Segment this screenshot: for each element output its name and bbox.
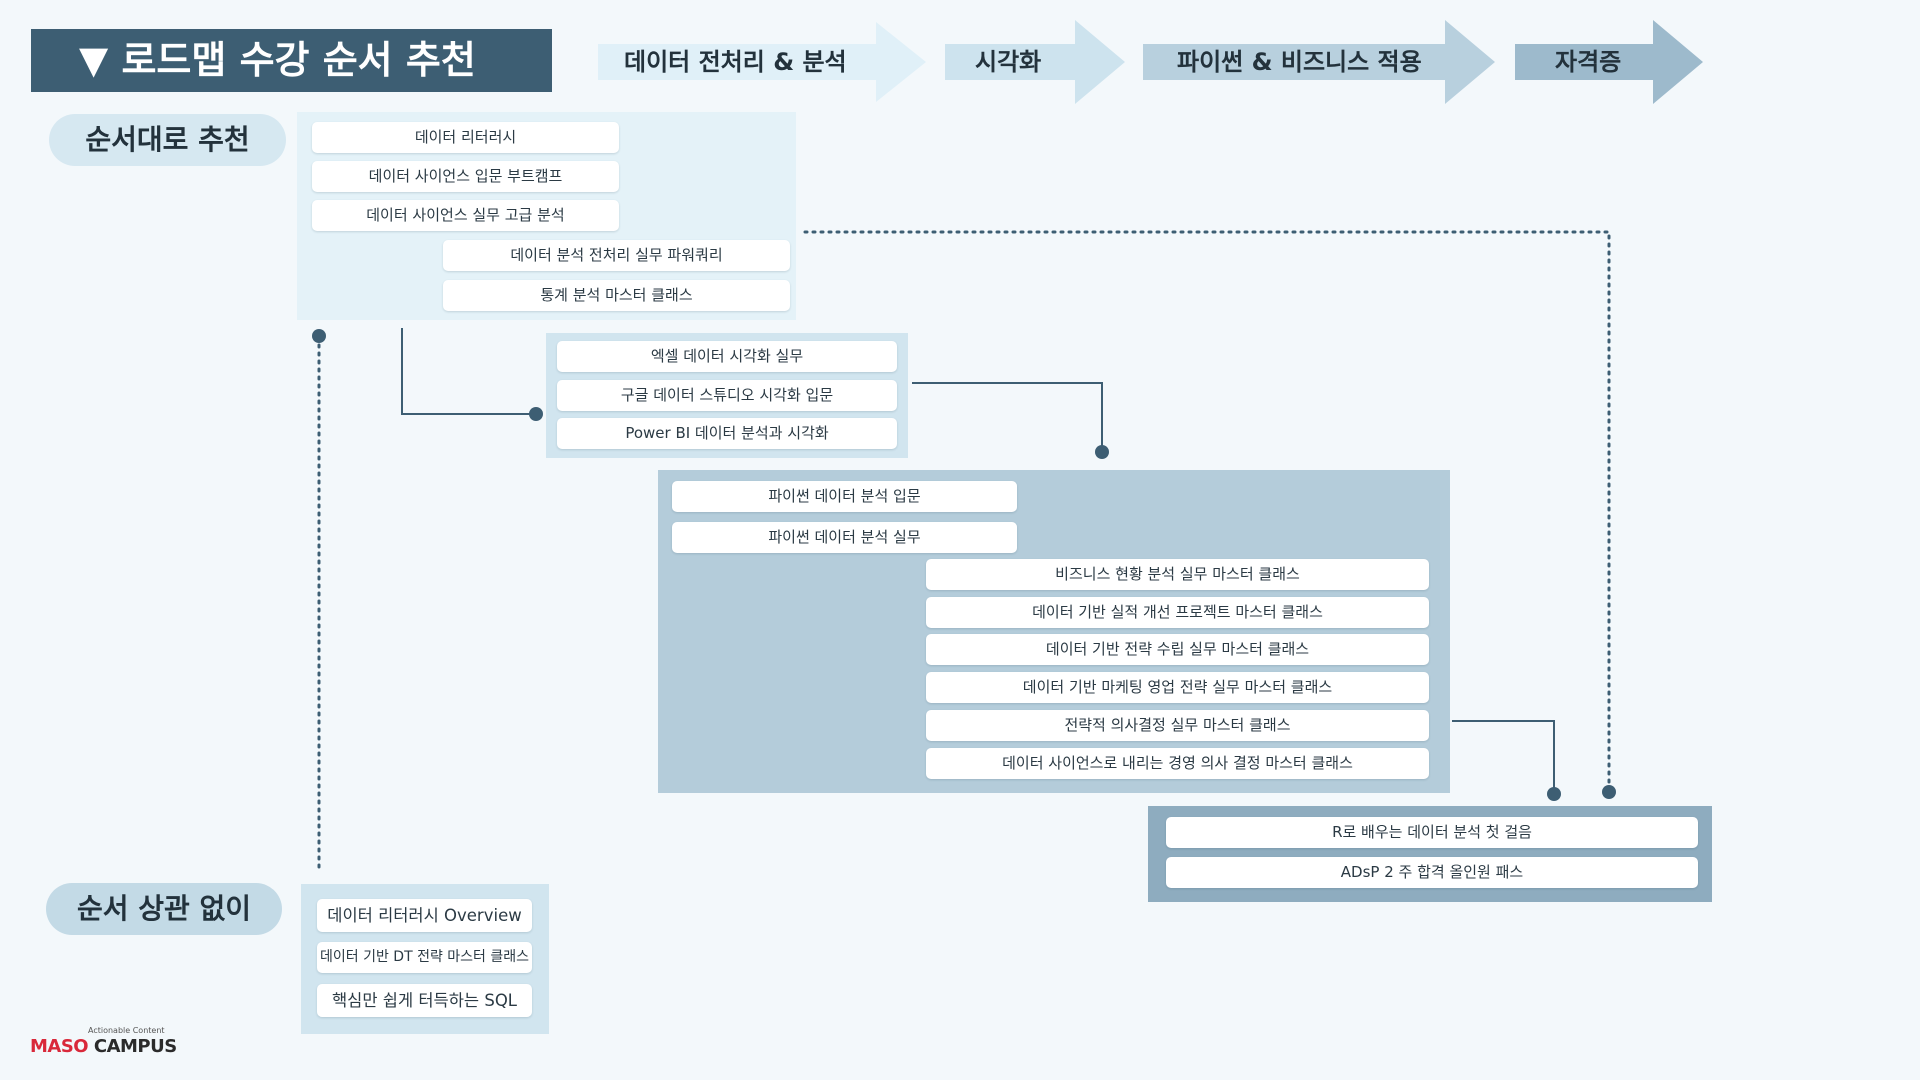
arrow-shape <box>1143 20 1495 104</box>
course-item[interactable]: 전략적 의사결정 실무 마스터 클래스 <box>926 710 1429 741</box>
course-item[interactable]: 비즈니스 현황 분석 실무 마스터 클래스 <box>926 559 1429 590</box>
course-item[interactable]: R로 배우는 데이터 분석 첫 걸음 <box>1166 817 1698 848</box>
phase-label: 시각화 <box>975 48 1042 76</box>
course-item[interactable]: Power BI 데이터 분석과 시각화 <box>557 418 897 449</box>
phase-arrow-preprocess: 데이터 전처리 & 분석 <box>598 17 926 107</box>
maso-campus-logo: Actionable Content MASO CAMPUS <box>30 1026 177 1060</box>
connector-dot <box>1095 445 1109 459</box>
course-item[interactable]: 데이터 기반 마케팅 영업 전략 실무 마스터 클래스 <box>926 672 1429 703</box>
arrow-shape <box>1515 20 1703 104</box>
connector-dot <box>312 329 326 343</box>
phase-label: 데이터 전처리 & 분석 <box>624 48 847 76</box>
course-item[interactable]: 데이터 기반 전략 수립 실무 마스터 클래스 <box>926 634 1429 665</box>
connector-python-to-certificate <box>1452 720 1555 794</box>
course-item[interactable]: 파이썬 데이터 분석 실무 <box>672 522 1017 553</box>
connector-visualization-to-python <box>912 382 1103 452</box>
course-item[interactable]: ADsP 2 주 합격 올인원 패스 <box>1166 857 1698 888</box>
course-item[interactable]: 데이터 사이언스로 내리는 경영 의사 결정 마스터 클래스 <box>926 748 1429 779</box>
arrow-shape <box>945 20 1125 104</box>
phase-label: 파이썬 & 비즈니스 적용 <box>1177 48 1422 76</box>
connector-preprocess-to-visualization <box>401 328 536 415</box>
logo-wordmark: MASO CAMPUS <box>30 1036 177 1057</box>
phase-arrow-python-business: 파이썬 & 비즈니스 적용 <box>1143 17 1495 107</box>
course-item[interactable]: 데이터 분석 전처리 실무 파워쿼리 <box>443 240 790 271</box>
arrow-shape <box>598 22 926 102</box>
category-ordered: 순서대로 추천 <box>49 114 286 166</box>
course-item[interactable]: 데이터 리터러시 Overview <box>317 899 532 932</box>
course-item[interactable]: 엑셀 데이터 시각화 실무 <box>557 341 897 372</box>
course-item[interactable]: 통계 분석 마스터 클래스 <box>443 280 790 311</box>
connector-dot <box>1602 785 1616 799</box>
logo-brand-a: MASO <box>30 1036 89 1057</box>
logo-tagline: Actionable Content <box>88 1026 165 1035</box>
course-item[interactable]: 핵심만 쉽게 터득하는 SQL <box>317 984 532 1017</box>
logo-brand-b: CAMPUS <box>88 1036 177 1057</box>
category-unordered: 순서 상관 없이 <box>46 883 282 935</box>
course-item[interactable]: 데이터 기반 DT 전략 마스터 클래스 <box>317 942 532 973</box>
phase-label: 자격증 <box>1555 48 1622 76</box>
panel-python-business <box>658 470 1450 793</box>
course-item[interactable]: 구글 데이터 스튜디오 시각화 입문 <box>557 380 897 411</box>
course-item[interactable]: 데이터 사이언스 입문 부트캠프 <box>312 161 619 192</box>
course-item[interactable]: 데이터 기반 실적 개선 프로젝트 마스터 클래스 <box>926 597 1429 628</box>
roadmap-title: ▼ 로드맵 수강 순서 추천 <box>31 29 552 92</box>
course-item[interactable]: 데이터 리터러시 <box>312 122 619 153</box>
phase-arrow-visualization: 시각화 <box>945 17 1125 107</box>
course-item[interactable]: 데이터 사이언스 실무 고급 분석 <box>312 200 619 231</box>
connector-dot <box>1547 787 1561 801</box>
phase-arrow-certificate: 자격증 <box>1515 17 1703 107</box>
connector-dot <box>529 407 543 421</box>
course-item[interactable]: 파이썬 데이터 분석 입문 <box>672 481 1017 512</box>
